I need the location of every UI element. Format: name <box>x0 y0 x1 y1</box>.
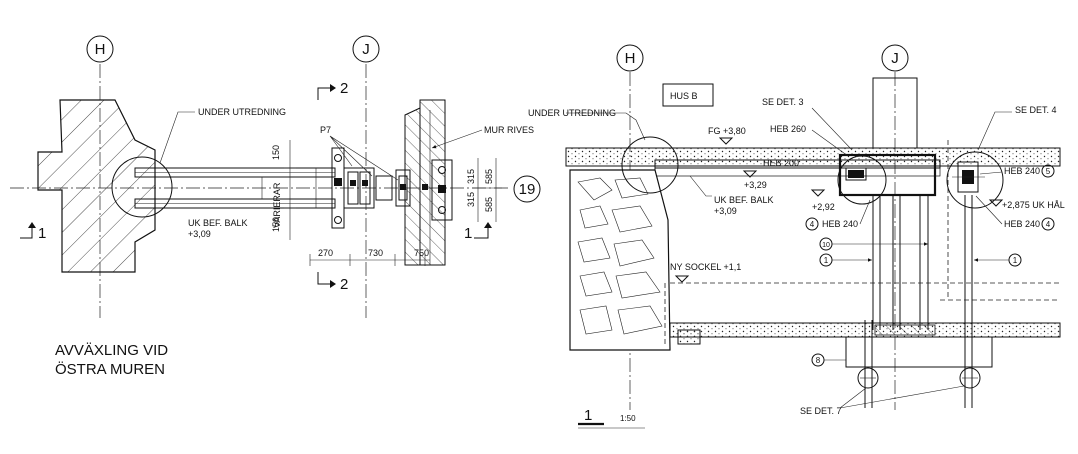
num-4-right: 4 <box>1046 220 1051 229</box>
dim-315-a: 315 <box>466 169 476 184</box>
ny-sockel-label: NY SOCKEL +1,1 <box>670 262 741 272</box>
left-plan-view: H J 19 UNDER UTREDNING <box>10 35 541 378</box>
varierar-label: VARIERAR <box>272 182 282 228</box>
fg-level-label: FG +3,80 <box>708 126 746 136</box>
dim-270: 270 <box>318 248 333 258</box>
column-section <box>422 159 453 221</box>
num-1-left: 1 <box>824 256 829 265</box>
num-5: 5 <box>1046 167 1051 176</box>
uk-level-right: +3,09 <box>714 206 737 216</box>
detail-circle-4 <box>946 151 1004 209</box>
beam-upper <box>134 167 336 178</box>
under-utredning-right: UNDER UTREDNING <box>528 108 616 118</box>
investigation-circle-left <box>111 156 173 218</box>
se-det-7-label: SE DET. 7 <box>800 406 842 416</box>
stone-wall <box>569 169 671 351</box>
scale-label: 1:50 <box>620 414 636 423</box>
axis-j-right: J <box>881 44 909 410</box>
detail-circle-7b <box>959 367 981 389</box>
dim-315-b: 315 <box>466 192 476 207</box>
concrete-slab <box>565 147 1061 167</box>
se-det-4-label: SE DET. 4 <box>1015 105 1057 115</box>
axis-h-right-label: H <box>625 50 636 67</box>
dim-750: 750 <box>414 248 429 258</box>
beam-lower <box>134 198 336 209</box>
axis-j-left: J <box>352 35 380 318</box>
investigation-circle-right <box>621 136 679 194</box>
axis-h-left-label: H <box>95 41 106 58</box>
section-2-top-label: 2 <box>340 80 348 97</box>
level-292-label: +2,92 <box>812 202 835 212</box>
section-2-bottom-label: 2 <box>340 276 348 293</box>
section-marker-2-top: 2 <box>317 80 348 100</box>
num-8: 8 <box>816 356 821 365</box>
wall-to-demolish <box>404 99 446 266</box>
uk-hal-label: +2,875 UK HÅL <box>1002 200 1065 210</box>
p7-label: P7 <box>320 125 331 135</box>
beam-heb-260 <box>838 153 937 197</box>
se-det-3-label: SE DET. 3 <box>762 97 804 107</box>
uk-bef-balk-right: UK BEF. BALK <box>714 195 774 205</box>
section-marker-2-bottom: 2 <box>317 272 348 293</box>
dim-150-bottom: 150 <box>271 217 281 232</box>
beam-heb-240-right <box>952 161 985 193</box>
title-line-1: AVVÄXLING VID <box>55 342 168 359</box>
detail-circle-3 <box>837 155 887 205</box>
section-1-left-label: 1 <box>38 225 46 242</box>
axis-19-label: 19 <box>519 181 536 198</box>
axis-j-left-label: J <box>362 41 370 58</box>
uk-bef-balk-left: UK BEF. BALK <box>188 218 248 228</box>
heb-260-label: HEB 260 <box>770 124 806 134</box>
heb-240-right-label: HEB 240 <box>1004 219 1040 229</box>
detail-circle-7a <box>857 367 879 389</box>
scale-number: 1 <box>584 407 592 424</box>
dim-585-a: 585 <box>484 169 494 184</box>
axis-h-right: H <box>616 44 644 410</box>
num-4-left: 4 <box>810 220 815 229</box>
num-10: 10 <box>822 242 830 249</box>
hus-b-label: HUS B <box>670 91 698 101</box>
section-marker-1-right: 1 <box>464 222 492 242</box>
dim-150-top: 150 <box>271 145 281 160</box>
section-1-right-label: 1 <box>464 225 472 242</box>
heb-200-label: HEB 200 <box>763 158 799 168</box>
heb-240-top-label: HEB 240 <box>1004 166 1040 176</box>
num-1-right: 1 <box>1013 256 1018 265</box>
existing-wall-left <box>37 99 156 273</box>
dim-730: 730 <box>368 248 383 258</box>
uk-level-left: +3,09 <box>188 229 211 239</box>
dim-585-b: 585 <box>484 197 494 212</box>
connection-assembly <box>331 147 411 229</box>
right-section-view: H J HUS B <box>528 44 1065 429</box>
base-slab <box>669 322 1061 368</box>
under-utredning-left: UNDER UTREDNING <box>198 107 286 117</box>
level-329-label: +3,29 <box>744 180 767 190</box>
axis-j-right-label: J <box>891 50 899 67</box>
axis-19: 19 <box>513 175 541 203</box>
section-marker-1-left: 1 <box>20 222 46 242</box>
title-line-2: ÖSTRA MUREN <box>55 360 165 378</box>
heb-240-left-label: HEB 240 <box>822 219 858 229</box>
columns-below <box>864 140 973 408</box>
mur-rives-label: MUR RIVES <box>484 125 534 135</box>
hus-b-box <box>662 83 714 107</box>
